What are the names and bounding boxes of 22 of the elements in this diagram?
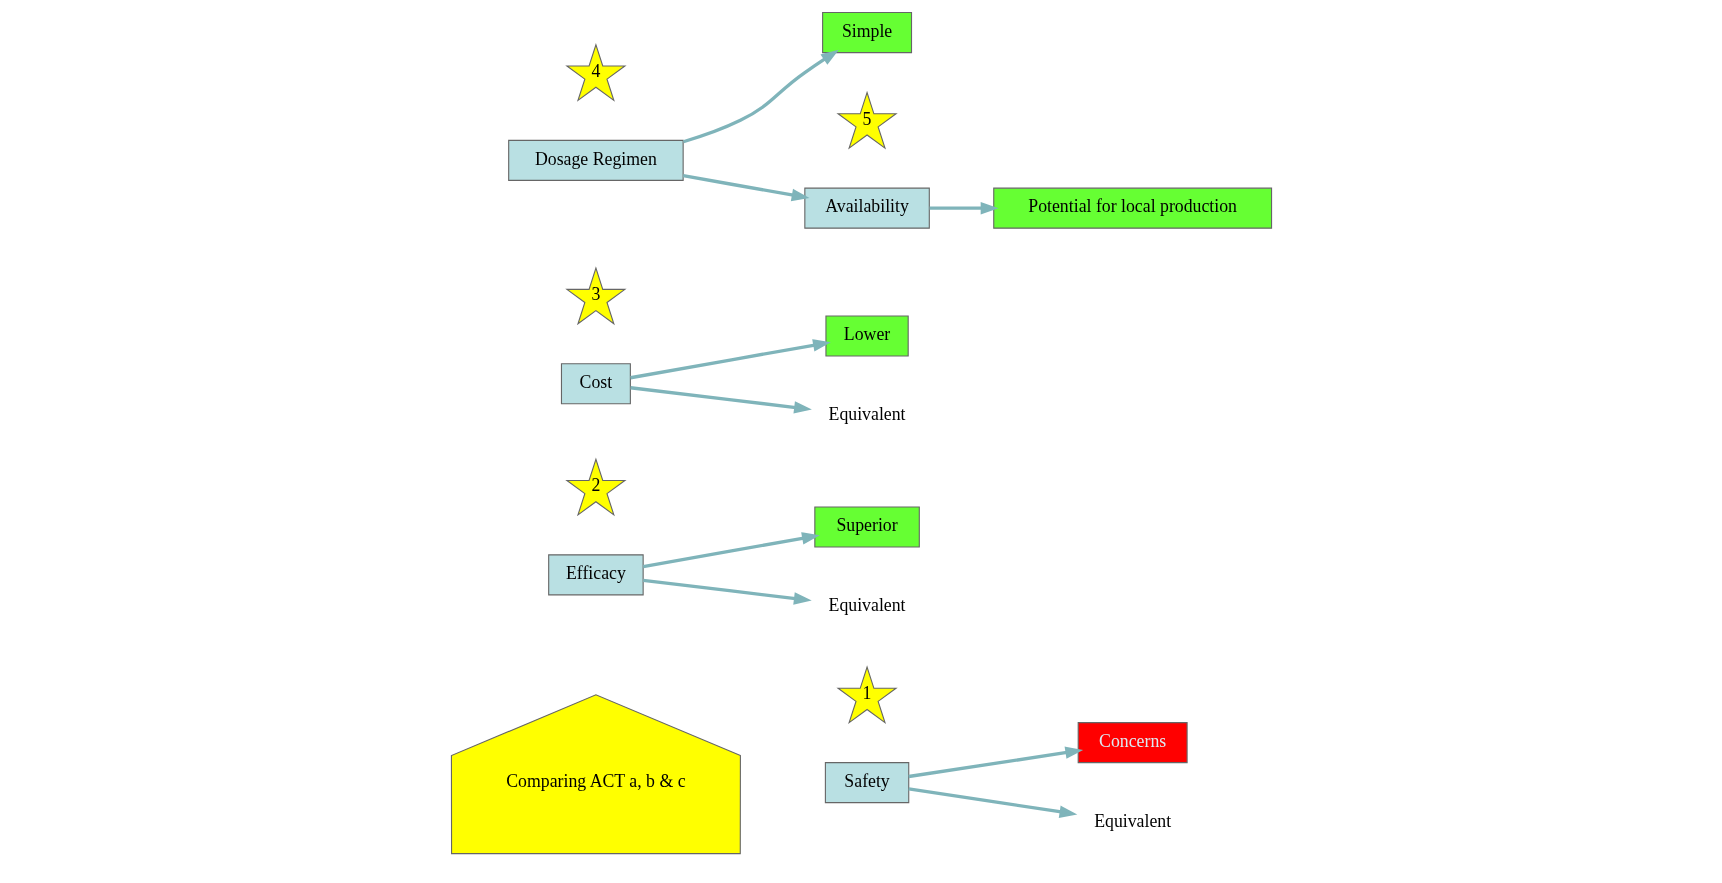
node-box: Dosage Regimen	[507, 139, 684, 181]
node-box: Availability	[803, 187, 930, 229]
node-text: Equivalent	[828, 595, 906, 616]
arrow	[642, 532, 820, 569]
arrow	[642, 578, 812, 605]
arrow	[682, 49, 839, 144]
node-box: Lower	[824, 315, 909, 357]
node-box: Efficacy	[547, 554, 644, 596]
node-box: Simple	[821, 12, 912, 54]
arrow	[629, 339, 831, 380]
node-box: Superior	[813, 506, 920, 548]
arrow	[682, 174, 809, 202]
node-text: Equivalent	[828, 404, 906, 425]
node-box: Potential for local production	[992, 187, 1272, 229]
arrow	[908, 787, 1077, 818]
arrow	[929, 201, 998, 215]
node-text: Equivalent	[1093, 810, 1171, 831]
node-box: Cost	[560, 363, 631, 405]
arrow	[629, 386, 812, 414]
node-box: Concerns	[1077, 722, 1188, 764]
arrow	[908, 746, 1083, 779]
node-box: Safety	[824, 762, 909, 804]
